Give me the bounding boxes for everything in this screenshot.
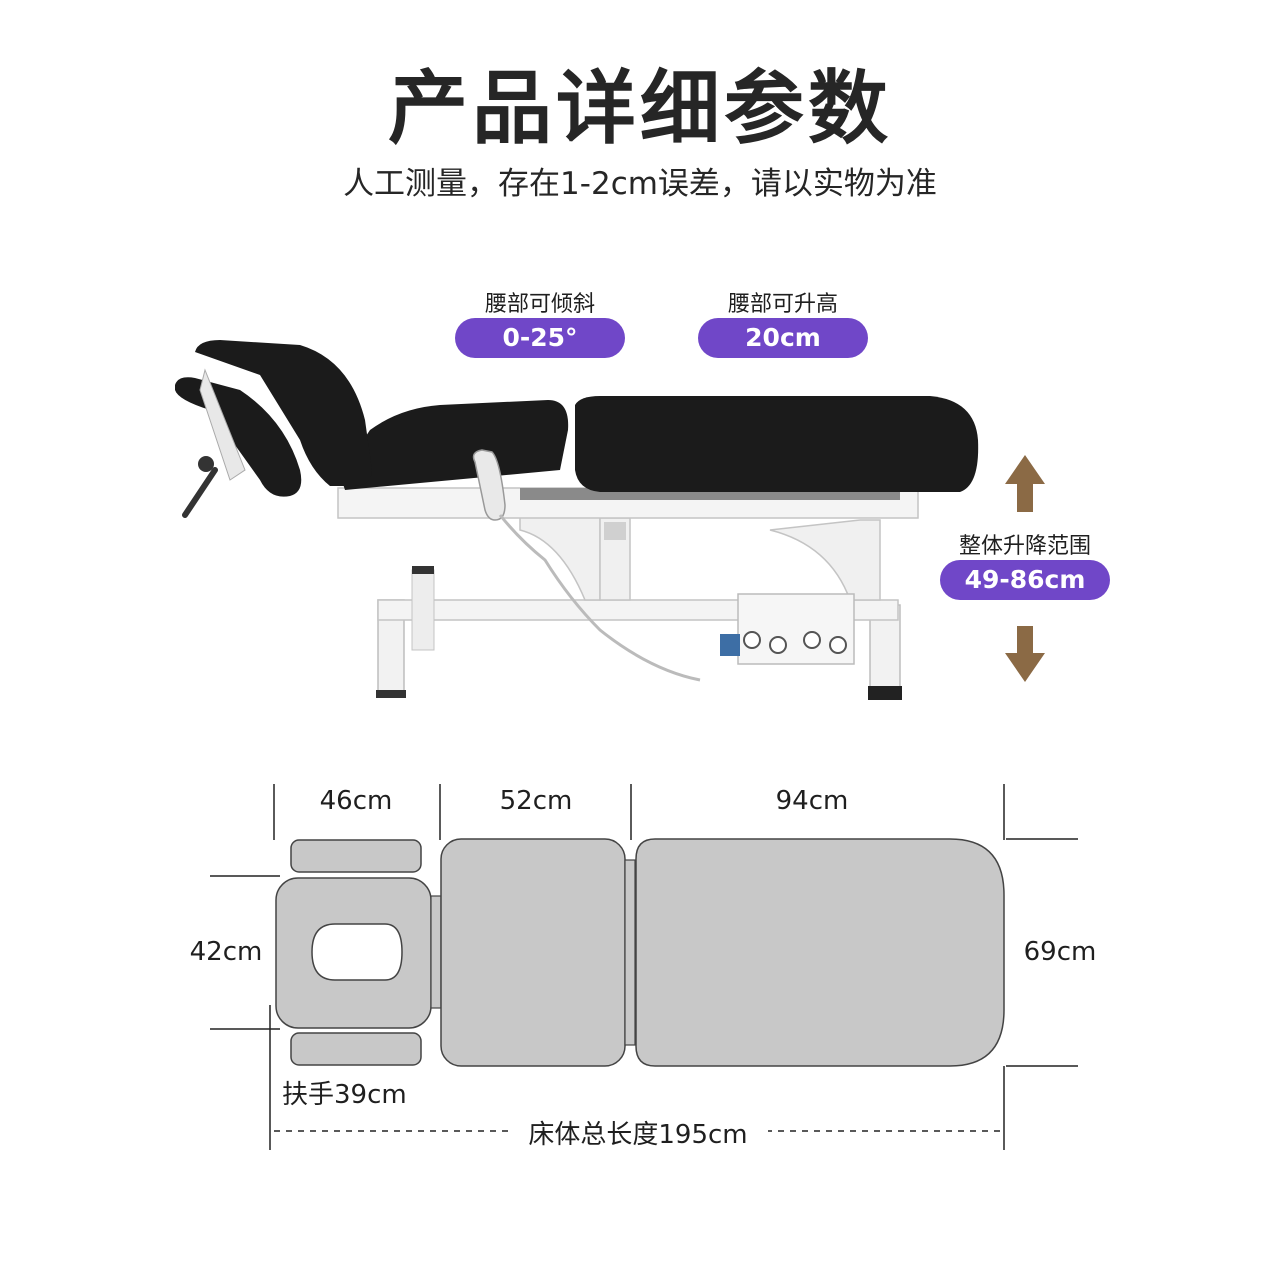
tilt-label: 腰部可倾斜 (484, 292, 595, 317)
plan-armrest-bottom (290, 1032, 422, 1066)
head-cushion (195, 340, 372, 486)
tilt-value-badge: 0-25° (455, 318, 625, 358)
arrow-up-icon (1005, 455, 1045, 512)
hand-remote (472, 449, 506, 521)
middle-length-label: 52cm (499, 786, 573, 816)
back-cushion (575, 396, 979, 492)
massage-table-illustration (175, 340, 979, 700)
body-width-label: 69cm (1023, 937, 1097, 967)
plan-diagram (210, 784, 1078, 1150)
head-width-label: 42cm (189, 937, 263, 967)
plan-middle-section (440, 838, 626, 1067)
total-length-label: 床体总长度195cm (508, 1114, 768, 1151)
raise-label: 腰部可升高 (727, 292, 838, 317)
plan-armrest-top (290, 839, 422, 873)
armrest-length-label: 扶手39cm (282, 1080, 407, 1110)
page-title: 产品详细参数 (388, 62, 892, 155)
remote-cable (498, 514, 701, 682)
head-length-label: 46cm (319, 786, 393, 816)
face-hole (311, 923, 403, 981)
arrow-down-icon (1005, 626, 1045, 682)
lift-value-badge: 49-86cm (940, 560, 1110, 600)
raise-value-badge: 20cm (698, 318, 868, 358)
page-subtitle: 人工测量，存在1-2cm误差，请以实物为准 (343, 166, 937, 202)
plan-back-section (635, 838, 1005, 1067)
lift-arrows (1005, 455, 1045, 682)
middle-cushion (340, 400, 569, 490)
lift-label: 整体升降范围 (958, 534, 1091, 559)
back-length-label: 94cm (775, 786, 849, 816)
